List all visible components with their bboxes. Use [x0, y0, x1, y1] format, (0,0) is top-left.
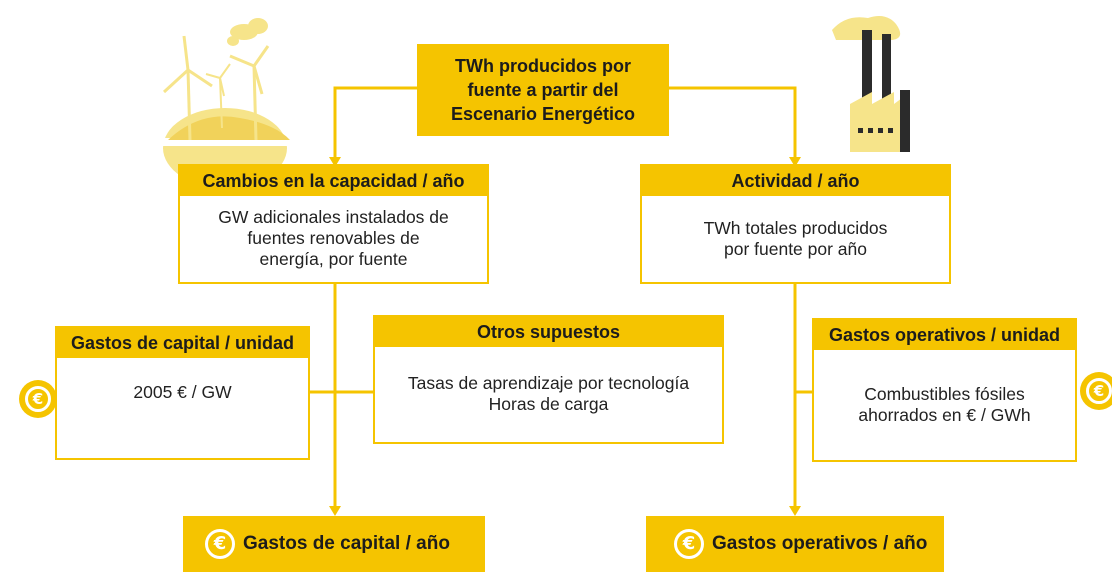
- opex-unit-line-2: ahorrados en € / GWh: [858, 404, 1031, 425]
- activity-body: TWh totales producidos por fuente por añ…: [642, 196, 949, 281]
- arrow-head: [329, 506, 341, 516]
- connector-top-left: [333, 86, 417, 160]
- opex-unit-box: Gastos operativos / unidad Combustibles …: [812, 318, 1077, 462]
- capex-result-label: Gastos de capital / año: [243, 533, 450, 554]
- capacity-line-3: energía, por fuente: [259, 249, 408, 269]
- opex-unit-line-1: Combustibles fósiles: [864, 383, 1025, 404]
- capex-unit-box: Gastos de capital / unidad 2005 € / GW: [55, 326, 310, 460]
- connector-top-right: [669, 86, 797, 160]
- opex-unit-title: Gastos operativos / unidad: [814, 320, 1075, 350]
- other-line-2: Horas de carga: [488, 394, 609, 414]
- capacity-change-box: Cambios en la capacidad / año GW adicion…: [178, 164, 489, 284]
- wind-turbines-icon: [160, 18, 290, 188]
- arrow-head: [789, 157, 801, 167]
- euro-icon: €: [674, 529, 704, 559]
- other-assumptions-title: Otros supuestos: [375, 317, 722, 347]
- capex-unit-line-1: 2005 € / GW: [133, 382, 232, 402]
- other-assumptions-body: Tasas de aprendizaje por tecnología Hora…: [375, 347, 722, 441]
- opex-unit-body: Combustibles fósiles ahorrados en € / GW…: [814, 350, 1075, 459]
- capex-unit-body: 2005 € / GW: [57, 358, 308, 457]
- other-assumptions-box: Otros supuestos Tasas de aprendizaje por…: [373, 315, 724, 444]
- activity-line-2: por fuente por año: [723, 238, 868, 259]
- euro-symbol: €: [25, 386, 51, 412]
- euro-symbol: €: [1086, 378, 1112, 404]
- capex-result-box: € Gastos de capital / año: [183, 516, 485, 572]
- capacity-line-2: fuentes renovables de: [247, 228, 420, 248]
- factory-icon: [832, 16, 910, 152]
- arrow-head: [329, 157, 341, 167]
- activity-line-1: TWh totales producidos: [703, 217, 888, 238]
- other-line-1: Tasas de aprendizaje por tecnología: [407, 373, 690, 393]
- euro-icon: €: [205, 529, 235, 559]
- arrow-head: [789, 506, 801, 516]
- opex-result-label: Gastos operativos / año: [712, 533, 928, 554]
- twh-line-2: fuente a partir del: [467, 80, 619, 100]
- euro-icon: €: [19, 380, 57, 418]
- capacity-line-1: GW adicionales instalados de: [218, 207, 449, 227]
- capex-unit-title: Gastos de capital / unidad: [57, 328, 308, 358]
- capacity-change-title: Cambios en la capacidad / año: [180, 166, 487, 196]
- activity-box: Actividad / año TWh totales producidos p…: [640, 164, 951, 284]
- twh-source-box: TWh producidos por fuente a partir del E…: [417, 44, 669, 136]
- euro-icon: €: [1080, 372, 1112, 410]
- activity-title: Actividad / año: [642, 166, 949, 196]
- twh-line-1: TWh producidos por: [455, 56, 631, 76]
- capacity-change-body: GW adicionales instalados de fuentes ren…: [180, 196, 487, 281]
- opex-result-box: € Gastos operativos / año: [646, 516, 944, 572]
- twh-line-3: Escenario Energético: [450, 104, 636, 124]
